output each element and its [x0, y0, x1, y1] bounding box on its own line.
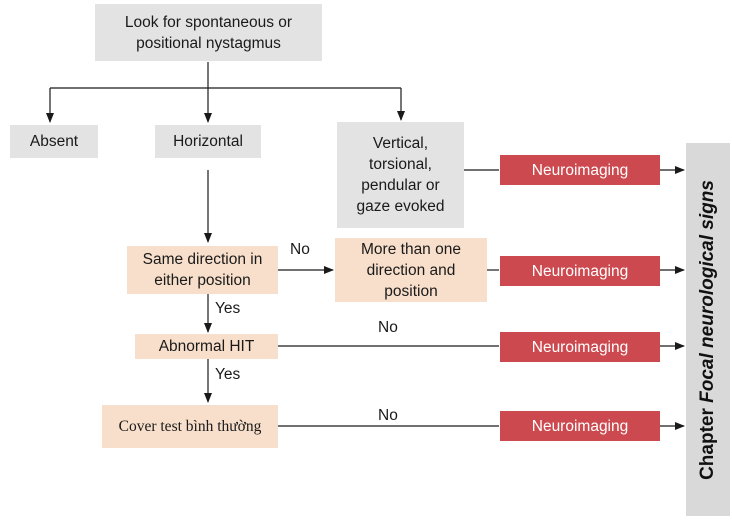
edge-label-no-3: No: [378, 407, 398, 424]
horizontal-node: Horizontal: [155, 125, 261, 158]
neuroimaging-label-4: Neuroimaging: [531, 417, 629, 435]
neuroimaging-label-3: Neuroimaging: [531, 338, 629, 356]
cover-test-node: Cover test bình thường: [102, 405, 278, 448]
chapter-title: Focal neurological signs: [697, 179, 718, 403]
edge-label-yes-1: Yes: [215, 300, 241, 317]
same-direction-node-label: Same direction in either position: [142, 251, 263, 289]
neuroimaging-node-4: Neuroimaging: [500, 411, 660, 441]
chapter-sidebar-title: Chapter Focal neurological signs: [697, 180, 719, 480]
abnormal-hit-node-label: Abnormal HIT: [158, 338, 255, 355]
vertical-node: Vertical, torsional, pendular or gaze ev…: [337, 122, 464, 228]
neuroimaging-node-2: Neuroimaging: [500, 256, 660, 286]
neuroimaging-node-3: Neuroimaging: [500, 332, 660, 362]
neuroimaging-node-1: Neuroimaging: [500, 155, 660, 185]
edge-label-no-1: No: [290, 241, 310, 258]
same-direction-node: Same direction in either position: [127, 246, 278, 294]
more-than-one-node: More than one direction and position: [335, 238, 487, 302]
absent-node: Absent: [10, 125, 98, 158]
start-node: Look for spontaneous or positional nysta…: [95, 4, 322, 61]
horizontal-node-label: Horizontal: [173, 133, 243, 150]
vertical-node-label: Vertical, torsional, pendular or gaze ev…: [356, 135, 445, 215]
chapter-prefix: Chapter: [697, 407, 718, 480]
absent-node-label: Absent: [29, 133, 79, 150]
edge-label-yes-2: Yes: [215, 366, 241, 383]
abnormal-hit-node: Abnormal HIT: [135, 334, 278, 359]
neuroimaging-label-1: Neuroimaging: [531, 161, 629, 179]
start-node-label: Look for spontaneous or positional nysta…: [124, 13, 293, 52]
more-than-one-node-label: More than one direction and position: [361, 240, 461, 300]
edge-label-no-2: No: [378, 319, 398, 336]
neuroimaging-label-2: Neuroimaging: [531, 262, 629, 280]
chapter-sidebar: Chapter Focal neurological signs: [686, 143, 730, 516]
cover-test-node-label: Cover test bình thường: [118, 418, 262, 435]
